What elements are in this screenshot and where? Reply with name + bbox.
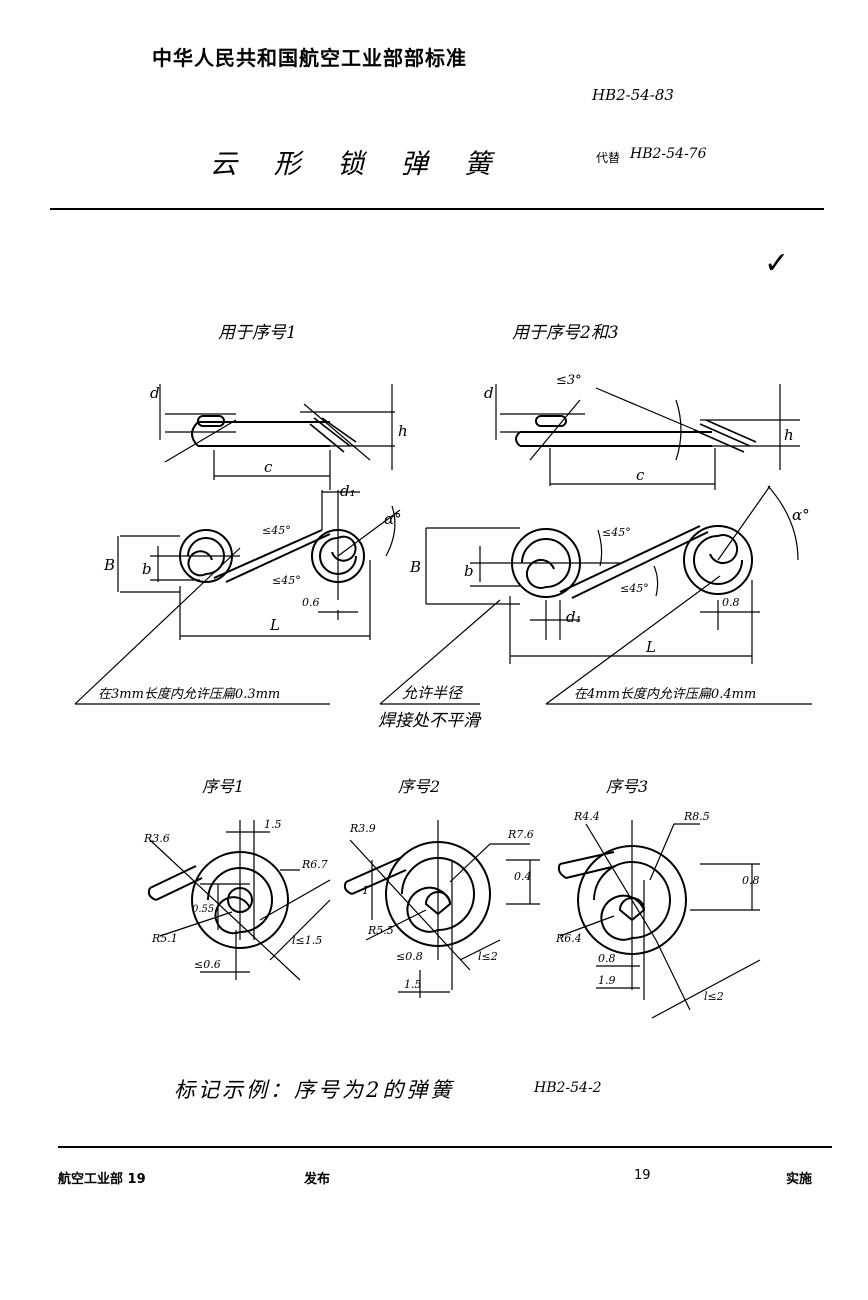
angle-45-left-b: ≤45° [272, 574, 301, 587]
detail-seq2-d3: ≤0.8 [396, 950, 423, 963]
footer-effective: 实施 [786, 1172, 813, 1187]
label-used-seq23: 用于序号2和3 [512, 323, 619, 343]
detail-seq2-title: 序号2 [398, 777, 440, 796]
dim-b-left: b [142, 560, 152, 578]
detail-seq3-r3: R6.4 [555, 932, 582, 945]
org-standard: 中华人民共和国航空工业部部标准 [152, 46, 467, 70]
dim-d-left: d [150, 384, 160, 402]
plan-view-left [74, 490, 401, 705]
detail-seq2-r1: R3.9 [349, 822, 376, 835]
detail-seq3-d3: 1.9 [598, 974, 616, 987]
detail-seq1-d2: 0.55 [192, 904, 214, 915]
note-right: 在4mm长度内允许压扁0.4mm [574, 686, 756, 702]
dim-06: 0.6 [302, 596, 320, 609]
dim-h-right: h [784, 426, 794, 444]
detail-seq2-d4: 1.5 [404, 978, 422, 991]
dim-alpha-left: α° [384, 510, 402, 528]
dim-alpha-right: α° [792, 506, 810, 524]
detail-seq1-d3: ≤0.6 [194, 958, 221, 971]
detail-seq3-r2: R8.5 [683, 810, 710, 823]
roughness-mark: ✓ [764, 246, 790, 281]
note-mid-1: 允许半径 [402, 684, 464, 702]
note-mid-2: 焊接处不平滑 [378, 711, 482, 731]
dim-d-right: d [484, 384, 494, 402]
plan-view-right [379, 485, 812, 705]
detail-seq1-r2: R6.7 [301, 858, 328, 871]
document-title: 云 形 锁 弹 簧 [210, 149, 506, 180]
detail-seq2-l: l≤2 [478, 950, 498, 963]
dim-L-right: L [645, 638, 656, 656]
detail-seq1-l: l≤1.5 [292, 934, 322, 947]
note-left: 在3mm长度内允许压扁0.3mm [98, 686, 280, 702]
dim-d1-right: d₁ [566, 608, 582, 626]
dim-h-left: h [398, 422, 408, 440]
detail-seq1-r3: R5.1 [151, 932, 178, 945]
detail-seq2-d1: 0.4 [514, 870, 532, 883]
detail-seq1 [147, 820, 331, 981]
detail-seq1-r1: R3.6 [143, 832, 170, 845]
dim-L-left: L [269, 616, 280, 634]
label-used-seq1: 用于序号1 [218, 323, 297, 343]
header-rule [50, 208, 824, 210]
footer-rule [58, 1146, 832, 1148]
side-view-left [159, 384, 395, 490]
angle-45-left-a: ≤45° [262, 524, 291, 537]
dim-d1-left: d₁ [340, 482, 356, 500]
dim-b-right: b [464, 562, 474, 580]
detail-seq3-title: 序号3 [606, 777, 648, 796]
dim-B-right: B [409, 558, 421, 576]
detail-seq2-r2: R7.6 [507, 828, 534, 841]
detail-seq1-d1: 1.5 [264, 818, 282, 831]
standard-number: HB2-54-83 [592, 86, 674, 104]
dim-B-left: B [103, 556, 115, 574]
replaces-number: HB2-54-76 [630, 146, 707, 162]
detail-seq2 [343, 820, 540, 998]
detail-seq3 [557, 820, 761, 1019]
detail-seq3-d2: 0.8 [598, 952, 616, 965]
marking-example-code: HB2-54-2 [534, 1080, 602, 1096]
dim-c-right: c [636, 466, 645, 484]
detail-seq1-title: 序号1 [202, 777, 244, 796]
angle-3: ≤3° [556, 373, 582, 388]
detail-seq3-d1: 0.8 [742, 874, 760, 887]
dim-c-left: c [264, 458, 273, 476]
replaces-prefix: 代替 [596, 151, 621, 165]
detail-seq3-r1: R4.4 [573, 810, 600, 823]
marking-example-label: 标记示例：序号为2的弹簧 [174, 1078, 455, 1102]
footer-published: 发布 [304, 1172, 331, 1187]
angle-45-right-a: ≤45° [602, 526, 631, 539]
side-view-right [495, 384, 800, 490]
detail-seq3-l: l≤2 [704, 990, 724, 1003]
footer-issuer: 航空工业部 19 [58, 1172, 146, 1187]
detail-seq2-r3: R5.5 [367, 924, 394, 937]
footer-year: 19 [634, 1168, 651, 1183]
dim-08: 0.8 [722, 596, 740, 609]
angle-45-right-b: ≤45° [620, 582, 649, 595]
detail-seq2-d2: 1 [362, 884, 369, 897]
